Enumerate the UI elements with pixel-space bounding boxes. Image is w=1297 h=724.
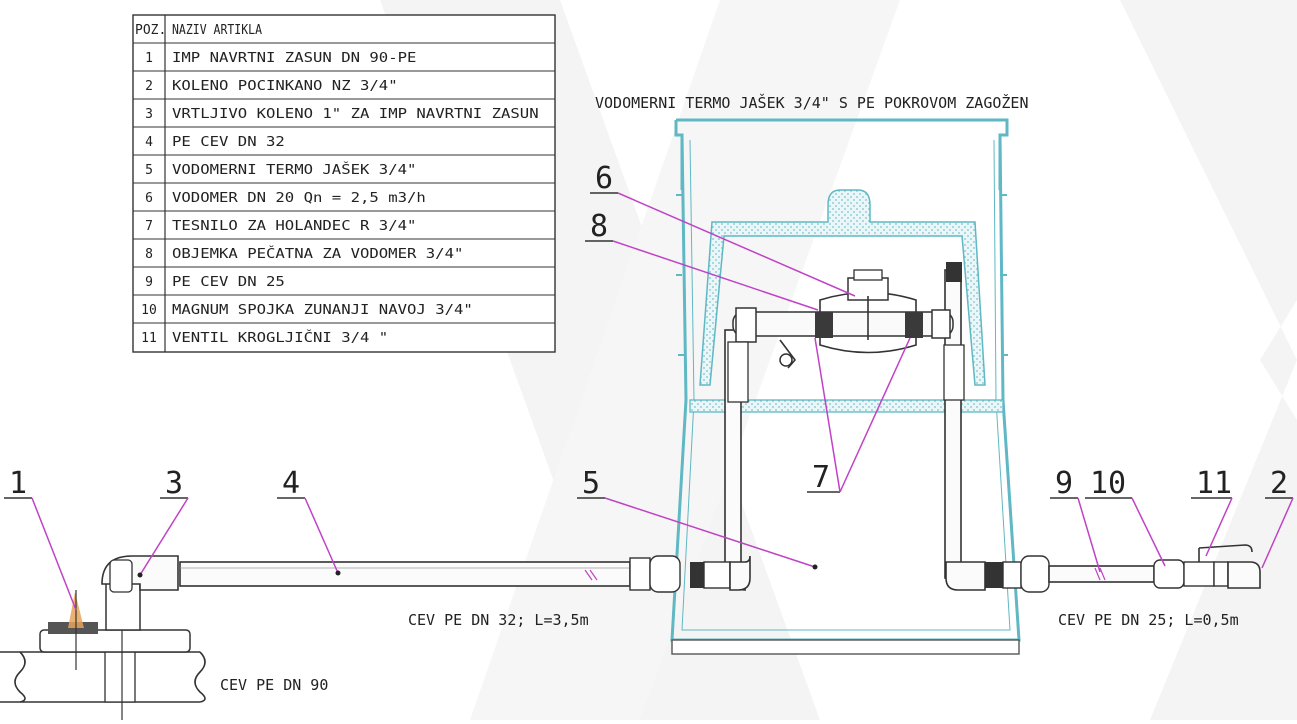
label-pipe-dn32: CEV PE DN 32; L=3,5m [408,611,589,629]
table-header-naziv: NAZIV ARTIKLA [172,23,262,38]
main-dn90-connection [0,555,206,720]
table-cell-poz: 10 [141,303,157,318]
pipe-dn32 [179,555,751,593]
table-header-poz: POZ. [135,23,166,38]
table-cell-naziv: MAGNUM SPOJKA ZUNANJI NAVOJ 3/4" [172,303,473,318]
table-cell-naziv: PE CEV DN 25 [172,275,285,290]
table-cell-poz: 2 [145,79,153,94]
callout-1: 1 [9,466,27,501]
table-cell-poz: 9 [145,275,153,290]
table-cell-poz: 5 [145,163,153,178]
table-cell-poz: 3 [145,107,153,122]
table-cell-poz: 4 [145,135,153,150]
table-cell-poz: 6 [145,191,153,206]
meter-shaft [670,118,1021,655]
table-cell-naziv: VODOMER DN 20 Qn = 2,5 m3/h [172,191,426,206]
table-cell-poz: 11 [141,331,157,346]
leader-lines [31,192,1294,611]
drawing-title: VODOMERNI TERMO JAŠEK 3/4" S PE POKROVOM… [595,93,1028,112]
label-pipe-dn25: CEV PE DN 25; L=0,5m [1058,611,1239,629]
callout-8: 8 [590,209,608,244]
table-cell-poz: 8 [145,247,153,262]
callout-10: 10 [1090,466,1126,501]
callout-9: 9 [1055,466,1073,501]
table-cell-naziv: TESNILO ZA HOLANDEC R 3/4" [172,219,416,234]
pipe-dn25 [945,544,1261,593]
label-pipe-dn90: CEV PE DN 90 [220,676,328,694]
table-cell-poz: 1 [145,51,153,66]
item-table: POZ. NAZIV ARTIKLA 1 IMP NAVRTNI ZASUN DN 9… [132,14,556,353]
callout-6: 6 [595,161,613,196]
callout-7: 7 [812,460,830,495]
callout-11: 11 [1196,466,1232,501]
table-cell-naziv: IMP NAVRTNI ZASUN DN 90-PE [172,51,416,66]
table-cell-poz: 7 [145,219,153,234]
table-cell-naziv: KOLENO POCINKANO NZ 3/4" [172,79,398,94]
table-cell-naziv: VRTLJIVO KOLENO 1" ZA IMP NAVRTNI ZASUN [172,107,539,122]
table-cell-naziv: OBJEMKA PEČATNA ZA VODOMER 3/4" [172,246,463,262]
callout-3: 3 [165,466,183,501]
callout-4: 4 [282,466,300,501]
callout-labels: 1 3 4 5 6 7 8 9 10 11 2 [4,161,1293,501]
callout-5: 5 [582,466,600,501]
table-cell-naziv: VENTIL KROGLJIČNI 3/4 " [172,330,388,346]
table-cell-naziv: PE CEV DN 32 [172,135,285,150]
water-meter-assembly [727,262,965,403]
callout-2: 2 [1270,466,1288,501]
table-cell-naziv: VODOMERNI TERMO JAŠEK 3/4" [172,162,416,178]
